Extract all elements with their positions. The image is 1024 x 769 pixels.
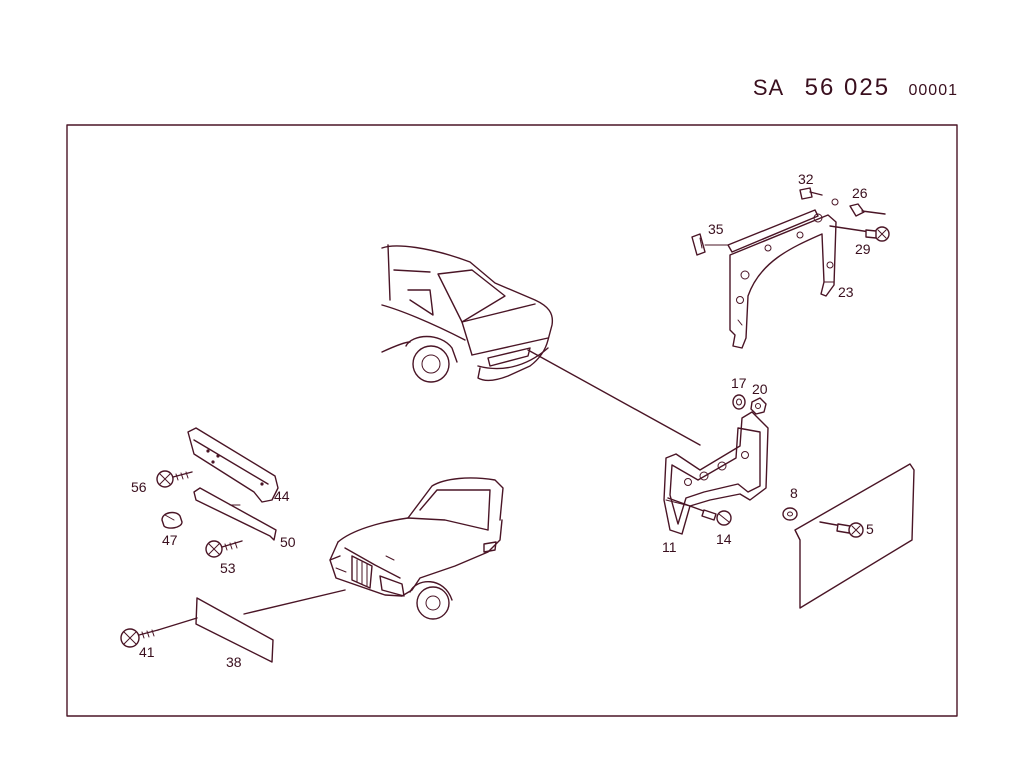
callout-23: 23 [838,284,854,300]
callout-47: 47 [162,532,178,548]
callout-20: 20 [752,381,768,397]
part-14-bolt [667,497,732,526]
part-53-screw [205,540,243,558]
part-26-pin [849,203,886,217]
reference-prefix: SA [752,75,785,100]
part-47-clip [161,511,183,529]
callout-53: 53 [220,560,236,576]
callout-5: 5 [866,521,874,537]
part-44-front-mount-bracket [187,427,279,503]
license-plate-front [195,597,274,663]
part-41-screw [120,617,198,648]
diagram-reference: SA 56 025 00001 [753,74,958,102]
part-32-stud [799,187,823,200]
callout-50: 50 [280,534,296,550]
callout-26: 26 [852,185,868,201]
callout-56: 56 [131,479,147,495]
callout-41: 41 [139,644,155,660]
rear-car-illustration [381,244,554,383]
callout-35: 35 [708,221,724,237]
part-50-spacer-strip [193,487,277,541]
callout-11: 11 [662,539,677,555]
part-8-washer [782,507,798,521]
reference-suffix: 00001 [908,82,958,99]
leader-rear-to-bracket [527,349,701,446]
callout-8: 8 [790,485,798,501]
part-56-screw [156,470,193,488]
callout-14: 14 [716,531,732,547]
part-20-nut [750,397,767,415]
callout-29: 29 [855,241,871,257]
callout-17: 17 [731,375,747,391]
part-23-rear-mount-bracket [727,209,837,349]
callout-38: 38 [226,654,242,670]
callout-32: 32 [798,171,814,187]
part-35-clip [691,233,706,256]
leader-front-to-plate [243,589,346,615]
callout-44: 44 [274,488,290,504]
diagram-frame [66,124,958,717]
part-17-washer [732,394,746,410]
front-car-illustration [329,477,504,620]
reference-number: 56 025 [804,74,891,101]
part-29-bolt [829,225,890,242]
part-5-screw [819,521,864,538]
